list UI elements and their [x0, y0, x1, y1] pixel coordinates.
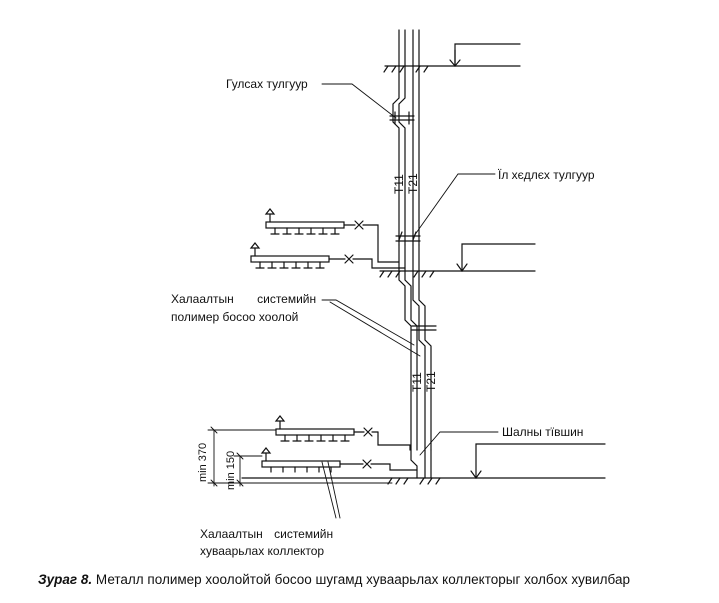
fixed-support-label: Їл хєдлєх тулгуур [498, 168, 595, 182]
figure-caption: Зураг 8. Металл полимер хоолойтой босоо … [38, 572, 630, 587]
riser-pipe-label-line1: Халаалтын системийн [171, 292, 317, 306]
riser-pipe-label-line2: полимер босоо хоолой [171, 310, 299, 324]
middle-riser [398, 244, 437, 451]
floor-slab-bottom [241, 443, 606, 485]
collector-label-line1: Халаалтын системийн [200, 527, 334, 541]
floor-slab-middle [379, 243, 536, 278]
figure-number: Зураг 8. [38, 572, 93, 587]
dimension-min-370: min 370 [197, 443, 209, 482]
supply-riser-mark-upper: Т11 [392, 174, 406, 194]
return-riser-mark-lower: Т21 [424, 371, 438, 392]
floor-slab-top [383, 43, 521, 73]
return-riser-mark-upper: Т21 [406, 173, 420, 194]
sliding-support-label: Гулсах тулгуур [226, 77, 308, 91]
upper-floor-collector [249, 208, 406, 269]
lower-floor-collector [260, 415, 418, 473]
floor-level-label: Шалны тївшин [502, 425, 584, 439]
lower-riser [410, 449, 432, 479]
collector-label-line2: хуваарьлах коллектор [200, 544, 325, 558]
leader-lines [321, 83, 499, 519]
upper-riser [389, 29, 420, 246]
dimension-lines [207, 426, 393, 487]
figure-caption-text: Металл полимер хоолойтой босоо шугамд ху… [95, 572, 630, 587]
dimension-min-150: min 150 [225, 451, 237, 490]
supply-riser-mark-lower: Т11 [410, 372, 424, 392]
